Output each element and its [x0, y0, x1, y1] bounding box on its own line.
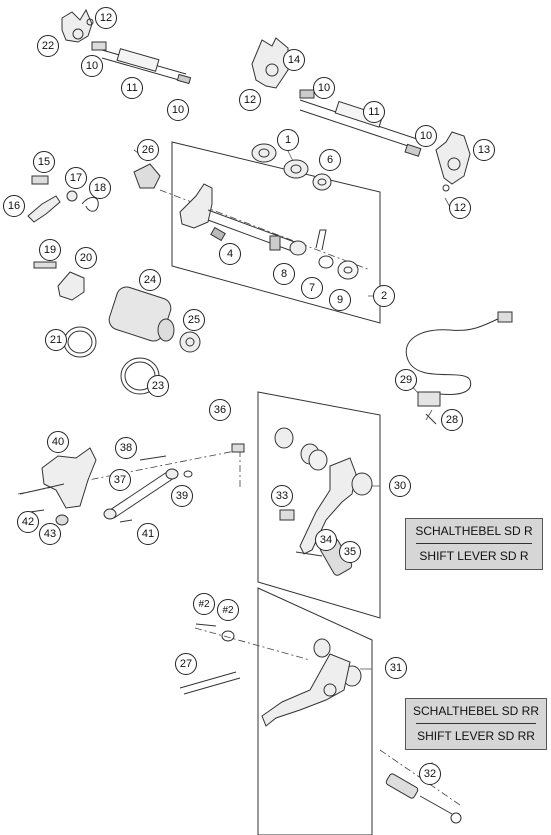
callout-39[interactable]: 39	[171, 485, 193, 507]
callout-21[interactable]: 21	[45, 329, 67, 351]
callout-43[interactable]: 43	[39, 523, 61, 545]
callout-41[interactable]: 41	[137, 523, 159, 545]
callout-4[interactable]: 4	[219, 243, 241, 265]
label-sd-rr-english: SHIFT LEVER SD RR	[417, 729, 535, 743]
shift-linkage-group	[19, 447, 193, 526]
callout-33[interactable]: 33	[271, 485, 293, 507]
callout-16[interactable]: 16	[3, 195, 25, 217]
callout-28[interactable]: 28	[441, 409, 463, 431]
callout-27[interactable]: 27	[175, 653, 197, 675]
callout-17[interactable]: 17	[65, 167, 87, 189]
callout-35[interactable]: 35	[339, 541, 361, 563]
callout-7[interactable]: 7	[301, 277, 323, 299]
label-sd-r-english: SHIFT LEVER SD R	[419, 549, 529, 563]
callout-24[interactable]: 24	[139, 269, 161, 291]
detent-lever-group	[27, 175, 99, 223]
callout-10-top-right[interactable]: 10	[313, 77, 335, 99]
callout-29[interactable]: 29	[395, 369, 417, 391]
shift-lever-sd-rr-group	[179, 623, 462, 824]
shift-drum-group	[33, 261, 201, 395]
callout-26[interactable]: 26	[137, 139, 159, 161]
callout-25[interactable]: 25	[183, 309, 205, 331]
callout-38[interactable]: 38	[115, 437, 137, 459]
callout-10-left-lower[interactable]: 10	[167, 99, 189, 121]
lever-sd-rr-frame	[257, 587, 373, 835]
callout-36[interactable]: 36	[209, 399, 231, 421]
label-shift-lever-sd-rr: SCHALTHEBEL SD RR SHIFT LEVER SD RR	[405, 698, 547, 750]
callout-1[interactable]: 1	[277, 129, 299, 151]
callout-40[interactable]: 40	[47, 431, 69, 453]
callout-12-top-left[interactable]: 12	[95, 7, 117, 29]
callout-6[interactable]: 6	[319, 149, 341, 171]
callout-14[interactable]: 14	[283, 49, 305, 71]
callout-9[interactable]: 9	[329, 289, 351, 311]
callout-15[interactable]: 15	[33, 151, 55, 173]
callout-12-right[interactable]: 12	[449, 197, 471, 219]
callout-10-top-left[interactable]: 10	[81, 55, 103, 77]
shift-fork-22-group	[61, 8, 192, 85]
label-sd-r-german: SCHALTHEBEL SD R	[415, 524, 533, 538]
callout-ref-2-b[interactable]: #2	[217, 599, 239, 621]
shift-shaft-2-group	[133, 163, 359, 280]
callout-19[interactable]: 19	[39, 239, 61, 261]
callout-2[interactable]: 2	[373, 285, 395, 307]
callout-22[interactable]: 22	[37, 35, 59, 57]
label-shift-lever-sd-r: SCHALTHEBEL SD R SHIFT LEVER SD R	[405, 518, 543, 570]
callout-20[interactable]: 20	[75, 247, 97, 269]
shift-shaft-group-frame	[171, 141, 381, 324]
label-sd-rr-german: SCHALTHEBEL SD RR	[412, 704, 540, 718]
callout-13[interactable]: 13	[473, 139, 495, 161]
callout-30[interactable]: 30	[389, 475, 411, 497]
label-sd-rr-divider	[416, 723, 536, 724]
callout-11-left[interactable]: 11	[121, 77, 143, 99]
callout-31[interactable]: 31	[385, 657, 407, 679]
label-sd-r-divider	[416, 543, 532, 544]
callout-18[interactable]: 18	[89, 177, 111, 199]
callout-ref-2-a[interactable]: #2	[193, 593, 215, 615]
callout-32[interactable]: 32	[419, 763, 441, 785]
callout-11-right[interactable]: 11	[363, 101, 385, 123]
bearing-1-group	[251, 143, 332, 191]
gear-sensor-group	[405, 311, 513, 425]
callout-23[interactable]: 23	[147, 375, 169, 397]
callout-42[interactable]: 42	[17, 511, 39, 533]
shift-lever-sd-r-group	[231, 427, 373, 576]
callout-34[interactable]: 34	[315, 529, 337, 551]
callout-10-right[interactable]: 10	[415, 125, 437, 147]
callout-12-mid[interactable]: 12	[239, 89, 261, 111]
callout-37[interactable]: 37	[109, 469, 131, 491]
lever-sd-r-frame	[257, 391, 381, 619]
callout-8[interactable]: 8	[273, 263, 295, 285]
